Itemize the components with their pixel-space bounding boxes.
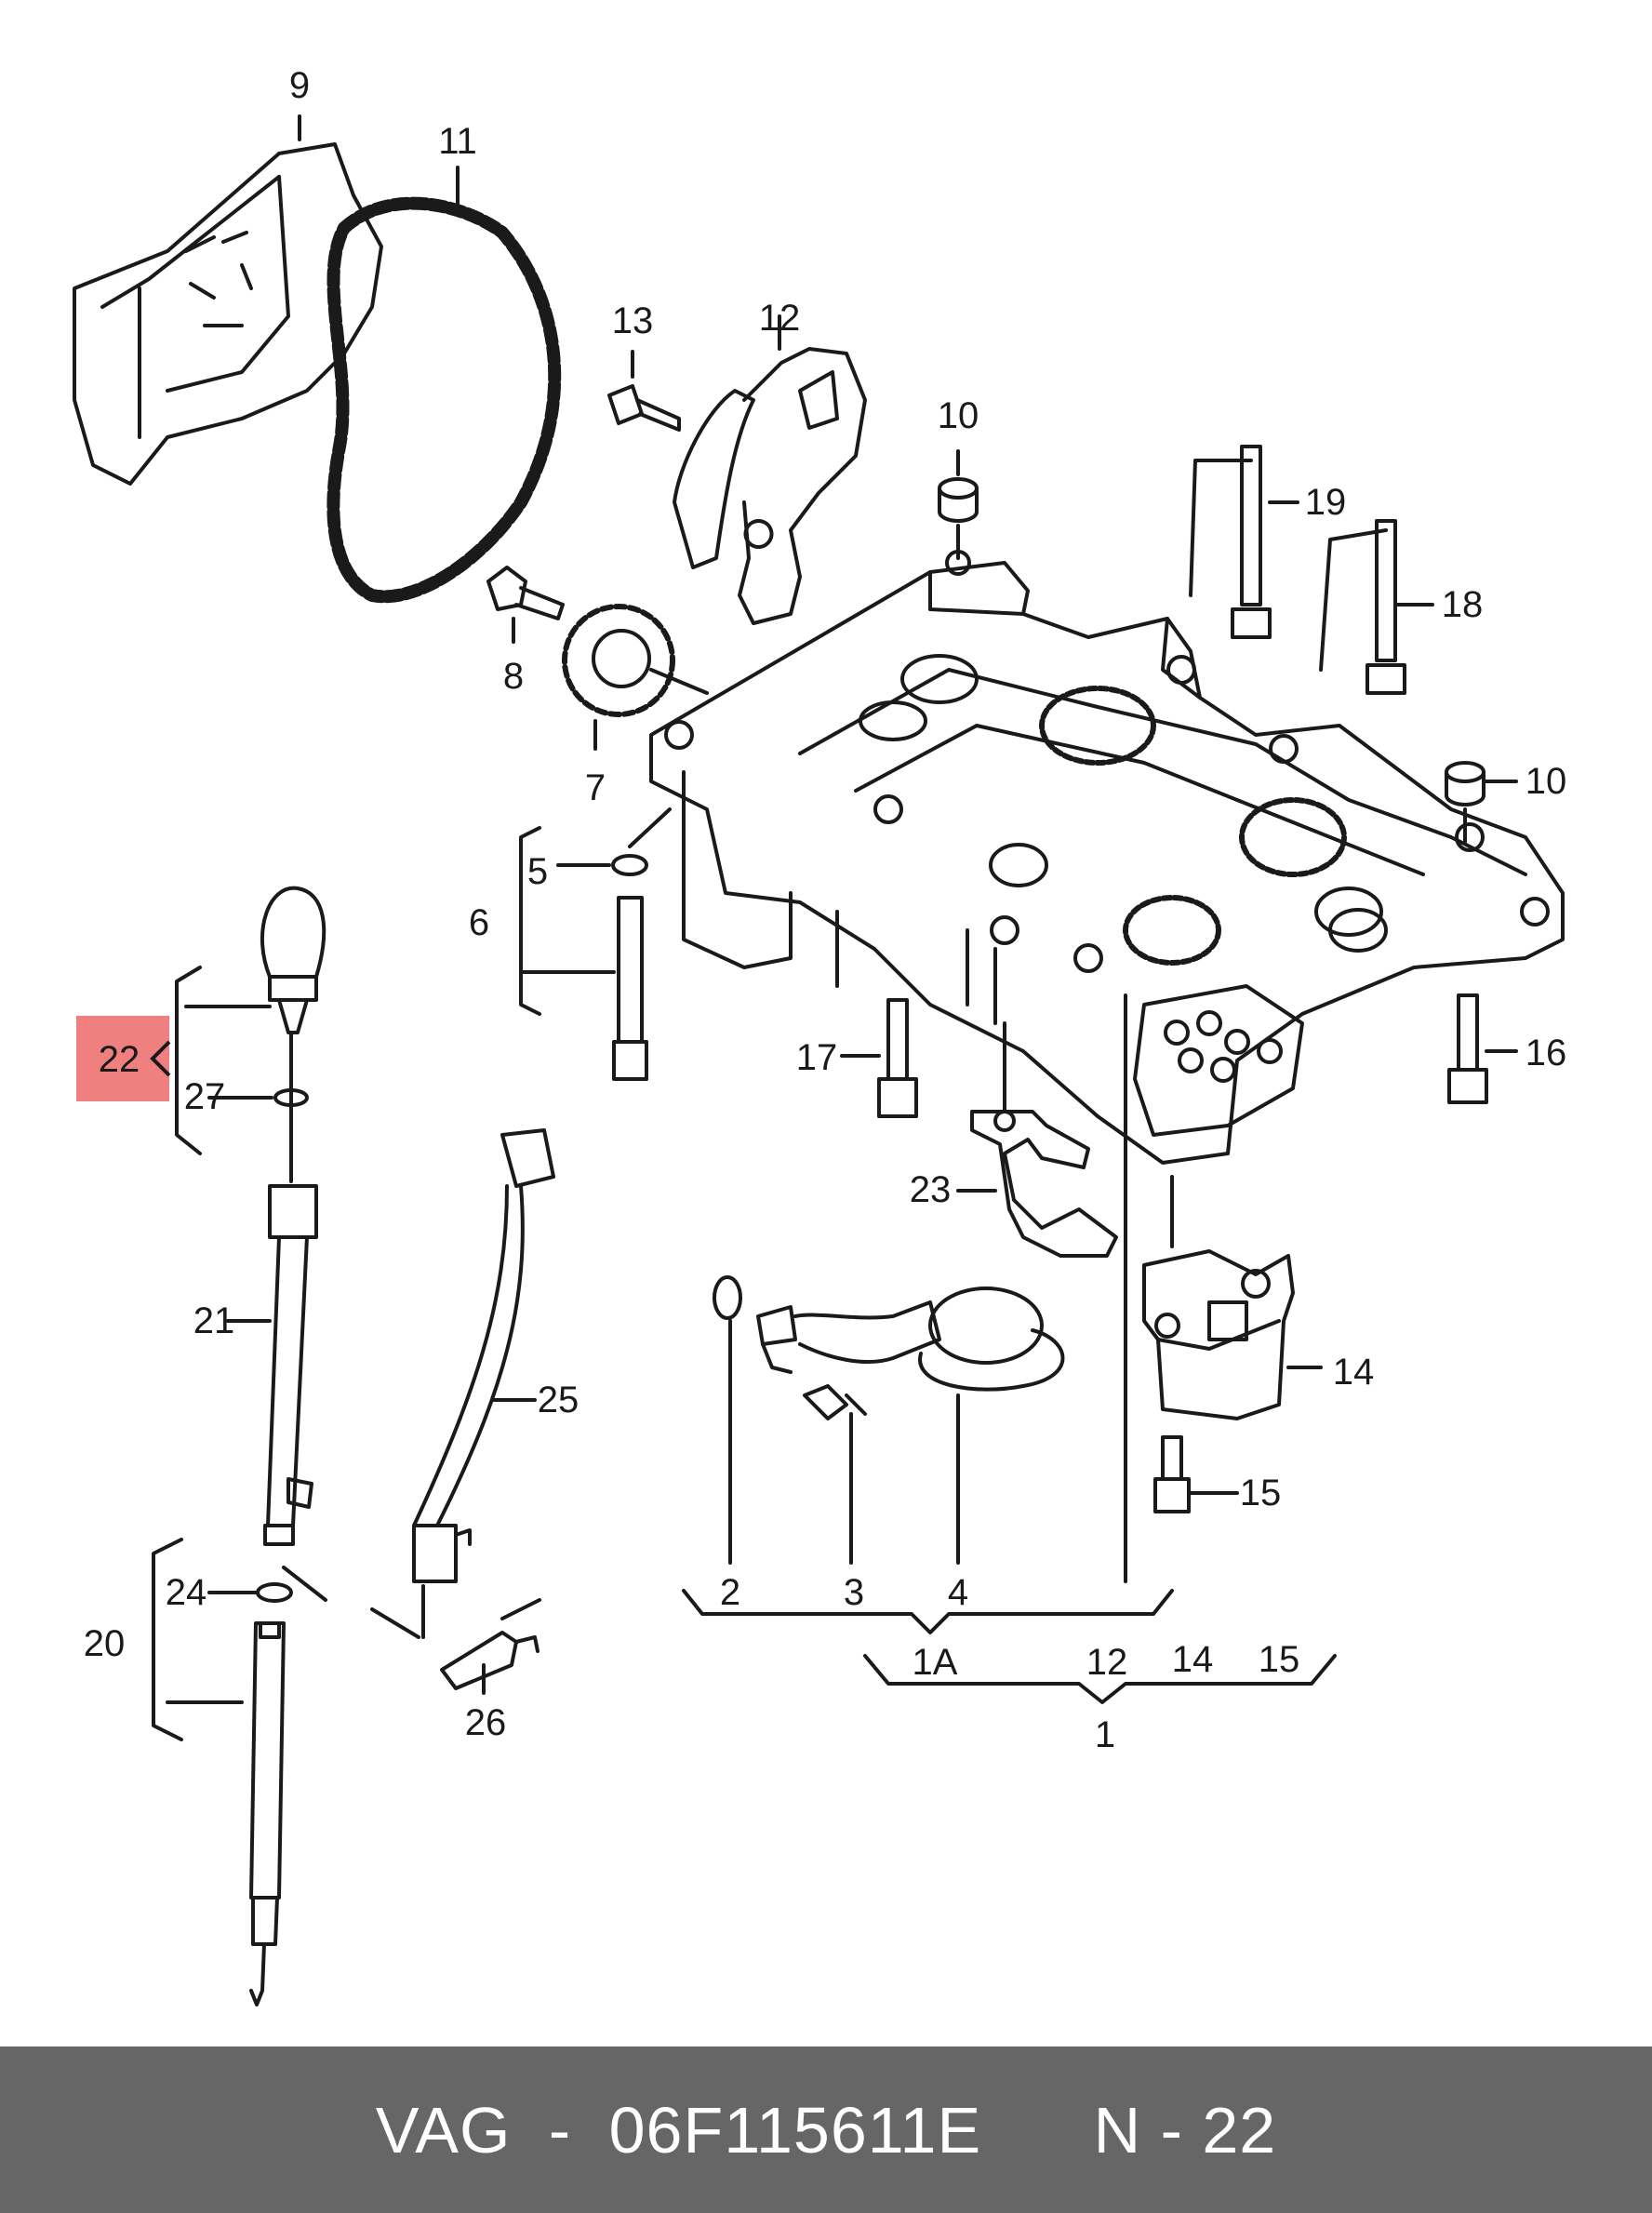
footer-ref: N - 22 <box>1093 2093 1277 2166</box>
callout-label[interactable]: 11 <box>438 121 477 162</box>
oil-pickup-part <box>713 993 1127 1583</box>
callout-label[interactable]: 21 <box>193 1300 235 1341</box>
callout-label[interactable]: 8 <box>503 656 524 697</box>
callout-label[interactable]: 4 <box>948 1572 968 1613</box>
callout-label[interactable]: 14 <box>1172 1639 1214 1680</box>
oil-pan-balancer-part <box>649 550 1565 1165</box>
callout-label[interactable]: 14 <box>1333 1352 1375 1393</box>
callout-label[interactable]: 20 <box>84 1623 126 1664</box>
callout-label[interactable]: 1A <box>913 1642 958 1683</box>
callout-label[interactable]: 12 <box>759 298 801 339</box>
chain-tensioner-part <box>673 314 867 625</box>
bolt-16-part <box>1447 993 1518 1104</box>
callout-label[interactable]: 10 <box>1525 761 1567 802</box>
baffle-part <box>956 1021 1118 1258</box>
callout-label[interactable]: 26 <box>465 1702 507 1743</box>
callout-label[interactable]: 2 <box>720 1572 740 1613</box>
dowel-sleeve-right-part <box>1445 761 1518 844</box>
callout-labels: 9 11 13 12 10 19 18 8 7 10 5 6 22 27 17 … <box>84 65 1567 1755</box>
callout-label[interactable]: 15 <box>1259 1639 1300 1680</box>
bolt-26-part <box>440 1598 541 1695</box>
callout-label[interactable]: 13 <box>612 300 654 341</box>
bolt-18-part <box>1319 519 1434 695</box>
bolt-13-part <box>607 350 681 432</box>
callout-label[interactable]: 12 <box>1086 1642 1128 1683</box>
dipstick-guide-tube-part <box>226 1184 318 1546</box>
exploded-parts-diagram: 9 11 13 12 10 19 18 8 7 10 5 6 22 27 17 … <box>73 65 1567 2006</box>
timing-chain-part <box>326 166 562 604</box>
callout-label[interactable]: 19 <box>1305 482 1347 523</box>
callout-label[interactable]: 9 <box>289 65 310 106</box>
callout-label[interactable]: 5 <box>527 851 548 892</box>
footer-bar: VAG - 06F115611E N - 22 <box>0 2046 1652 2213</box>
dowel-sleeve-part <box>938 449 979 560</box>
callout-22-arrow <box>150 1040 171 1077</box>
callout-label[interactable]: 6 <box>469 902 489 943</box>
assembly-group-brackets <box>682 1589 1337 1704</box>
callout-label[interactable]: 27 <box>184 1076 226 1117</box>
callout-label[interactable]: 16 <box>1525 1033 1567 1073</box>
callout-label[interactable]: 7 <box>585 767 606 808</box>
oil-filler-tube-part <box>412 1128 555 1583</box>
callout-label[interactable]: 23 <box>910 1169 952 1210</box>
callout-label[interactable]: 25 <box>538 1380 580 1420</box>
footer-brand: VAG <box>375 2093 512 2166</box>
bolt-8-part <box>486 566 565 644</box>
bolt-17-part <box>840 998 918 1118</box>
callout-label[interactable]: 18 <box>1442 584 1484 625</box>
dipstick-part <box>152 1538 425 2006</box>
callout-label[interactable]: 1 <box>1095 1714 1115 1755</box>
sprocket-part <box>562 604 709 751</box>
callout-label[interactable]: 15 <box>1240 1473 1282 1513</box>
footer-separator: - <box>548 2093 572 2166</box>
footer-part-number: 06F115611E <box>608 2093 982 2166</box>
footer-text: VAG - 06F115611E N - 22 <box>339 2093 1313 2167</box>
bolt-with-seal-part <box>519 807 672 1081</box>
bolt-19-part <box>1189 445 1299 639</box>
callout-label[interactable]: 24 <box>166 1572 207 1613</box>
callout-label[interactable]: 17 <box>796 1037 838 1078</box>
callout-label[interactable]: 3 <box>844 1572 864 1613</box>
callout-label[interactable]: 10 <box>938 395 979 436</box>
bolt-15-part <box>1153 1435 1239 1513</box>
callout-label[interactable]: 22 <box>99 1039 140 1080</box>
oil-pump-part <box>1142 1175 1323 1420</box>
dipstick-handle-part <box>175 886 326 1183</box>
